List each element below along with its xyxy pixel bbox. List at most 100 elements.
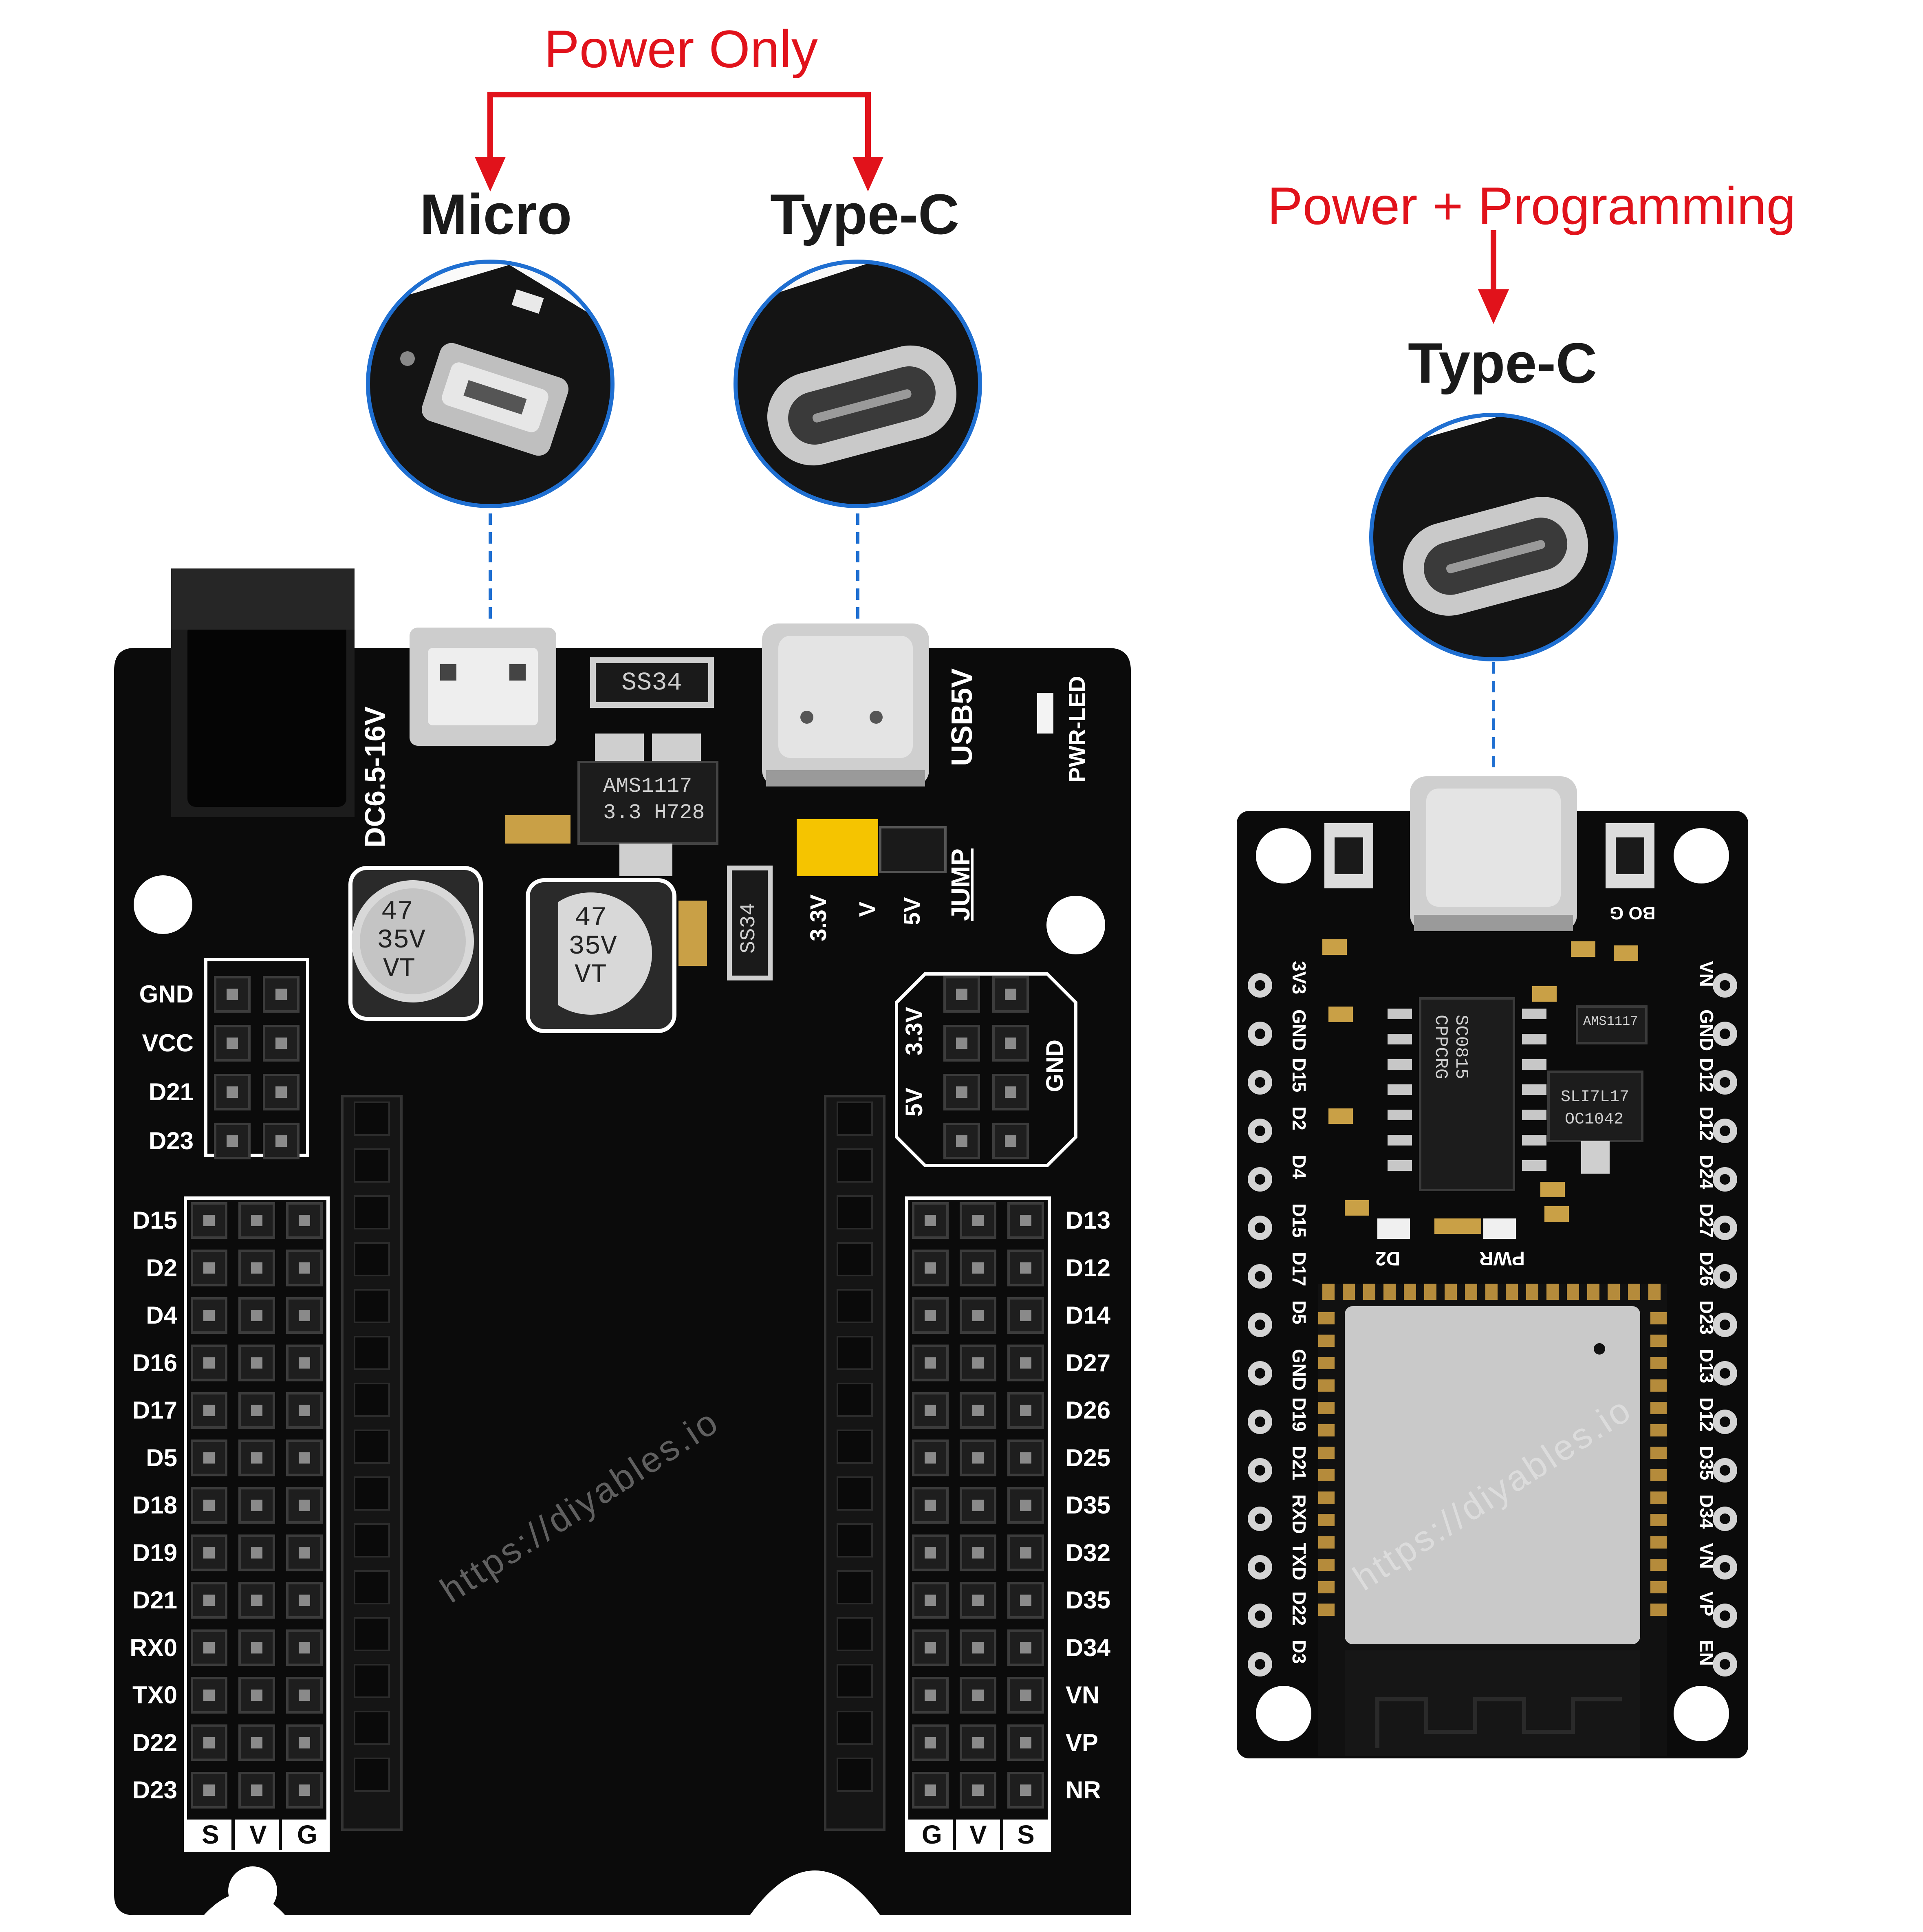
module-pad (1318, 1335, 1335, 1347)
esp32-right-pin-label: D34 (1696, 1494, 1717, 1529)
module-pad (1318, 1514, 1335, 1526)
power-programming-label: Power + Programming (1267, 176, 1796, 236)
expansion-right-pin-label: VP (1066, 1729, 1099, 1756)
header-pin-tip (1005, 989, 1016, 1000)
expansion-right-pin-label: D32 (1066, 1539, 1111, 1566)
header-pin-tip (203, 1595, 215, 1606)
module-pad (1445, 1284, 1457, 1300)
module-pad (1318, 1491, 1335, 1504)
esp32-left-pin-label: D22 (1289, 1591, 1310, 1626)
micro-usb-closeup-icon (368, 262, 612, 506)
bottom-left-label: G (297, 1820, 317, 1849)
module-pad (1318, 1604, 1335, 1616)
module-pad (1650, 1379, 1667, 1392)
header-pin-tip (1020, 1452, 1031, 1464)
through-hole (1255, 1271, 1265, 1282)
header-pin (286, 1772, 323, 1809)
through-hole (1720, 1174, 1730, 1185)
header-pin-tip (1020, 1547, 1031, 1559)
header-pin-tip (251, 1547, 262, 1559)
header-pin-tip (956, 1135, 967, 1147)
through-hole (1720, 1223, 1730, 1233)
type-c-label-left: Type-C (770, 182, 960, 246)
cap1-marking-2: 35V (377, 925, 425, 956)
esp32-right-pin-label: D12 (1696, 1106, 1717, 1141)
power-header-label: GND (139, 980, 194, 1008)
header-pin-tip (1020, 1737, 1031, 1749)
header-pin-tip (203, 1310, 215, 1321)
expansion-right-pin-label: D14 (1066, 1302, 1111, 1329)
header-pin-tip (925, 1784, 936, 1796)
smd-component (1544, 1206, 1569, 1222)
header-pin (1007, 1392, 1044, 1429)
module-pad (1343, 1284, 1355, 1300)
socket-hole (837, 1476, 873, 1511)
header-pin-tip (299, 1357, 310, 1369)
through-hole (1255, 1465, 1265, 1476)
expansion-left-pin-label: D5 (146, 1444, 177, 1472)
through-hole (1255, 980, 1265, 991)
through-hole (1720, 1610, 1730, 1621)
module-pad (1318, 1469, 1335, 1481)
header-pin-tip (972, 1642, 984, 1654)
through-hole (1255, 1126, 1265, 1136)
header-pin-tip (972, 1452, 984, 1464)
header-pin-tip (227, 1038, 238, 1049)
expansion-left-pin-label: D18 (132, 1491, 177, 1519)
through-hole (1720, 980, 1730, 991)
header-pin-tip (925, 1690, 936, 1701)
module-pad (1318, 1559, 1335, 1571)
header-pin-tip (227, 1135, 238, 1147)
header-pin (912, 1534, 949, 1571)
esp32-left-pin-label: 3V3 (1289, 961, 1310, 994)
module-pad (1650, 1312, 1667, 1324)
socket-hole (837, 1195, 873, 1229)
bottom-right-label: S (1017, 1820, 1035, 1849)
through-hole (1255, 1077, 1265, 1088)
through-hole (1720, 1029, 1730, 1039)
socket-hole (354, 1758, 390, 1792)
header-pin-tip (275, 1135, 287, 1147)
expansion-right-pin-label: NR (1066, 1776, 1101, 1804)
header-pin (214, 1123, 251, 1159)
header-pin-tip (972, 1737, 984, 1749)
socket-hole (354, 1617, 390, 1651)
module-pad (1485, 1284, 1498, 1300)
expansion-left-pin-label: D17 (132, 1397, 177, 1424)
esp32-right-pin-label: VN (1696, 961, 1717, 987)
header-pin-tip (251, 1784, 262, 1796)
header-pin-tip (1020, 1642, 1031, 1654)
header-pin-tip (203, 1500, 215, 1511)
header-pin-tip (275, 1038, 287, 1049)
type-c-label-right: Type-C (1408, 331, 1597, 395)
header-pin-tip (203, 1784, 215, 1796)
header-pin-tip (299, 1784, 310, 1796)
socket-hole (354, 1664, 390, 1698)
socket-hole (354, 1101, 390, 1136)
module-pad (1506, 1284, 1518, 1300)
expansion-left-pin-label: RX0 (130, 1634, 177, 1661)
esp-ldo-marking-2: OC1042 (1565, 1110, 1624, 1129)
smd-pin (1522, 1009, 1546, 1019)
module-pad (1650, 1424, 1667, 1436)
smd-pin (1522, 1160, 1546, 1171)
header-pin-tip (227, 1086, 238, 1098)
through-hole (1720, 1368, 1730, 1379)
header-pin-tip (251, 1452, 262, 1464)
esp32-left-pin-label: D19 (1289, 1397, 1310, 1432)
header-pin-tip (299, 1262, 310, 1274)
esp32-left-pin-label: GND (1289, 1009, 1310, 1051)
power-only-bracket (475, 92, 883, 192)
module-pad (1608, 1284, 1620, 1300)
through-hole (1255, 1223, 1265, 1233)
module-pad (1650, 1357, 1667, 1369)
header-pin-tip (299, 1405, 310, 1416)
header-pin-tip (925, 1452, 936, 1464)
header-pin-tip (972, 1405, 984, 1416)
header-pin-tip (925, 1737, 936, 1749)
header-pin (191, 1202, 227, 1239)
header-pin-tip (275, 989, 287, 1000)
esp32-left-pin-label: RXD (1289, 1494, 1310, 1534)
header-pin-tip (203, 1405, 215, 1416)
